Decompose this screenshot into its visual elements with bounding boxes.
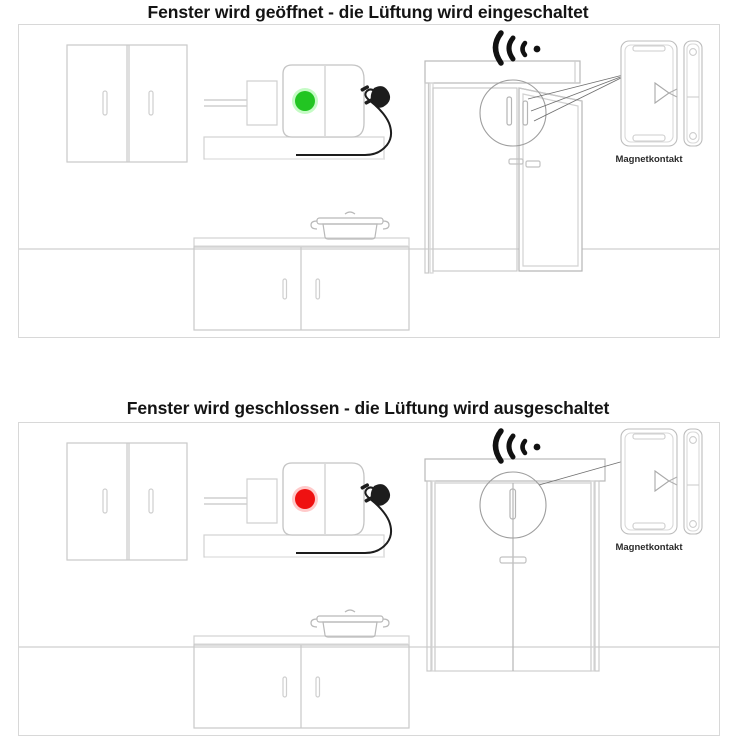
panel-closed-title: Fenster wird geschlossen - die Lüftung w… [126, 398, 610, 418]
scene-closed-drawing: Magnetkontakt [19, 428, 719, 729]
counter-top [193, 237, 410, 247]
plug-head [360, 85, 391, 108]
wall-cabinet [66, 44, 188, 163]
radio-wave-icon [492, 30, 541, 66]
plug-head [360, 483, 391, 506]
detail-circle [479, 79, 547, 147]
base-cabinet [193, 644, 410, 729]
window-closed [424, 458, 606, 672]
magnet-contact-label-closed: Magnetkontakt [615, 542, 683, 553]
detail-circle [479, 471, 547, 539]
wall-cabinet [66, 442, 188, 561]
status-led-red [292, 486, 318, 512]
magnet-contact-device [620, 428, 703, 535]
panel-open-title: Fenster wird geöffnet - die Lüftung wird… [147, 2, 589, 22]
status-led-green [292, 88, 318, 114]
window-open [424, 60, 583, 274]
callout-leader [527, 72, 632, 122]
callout-leader [538, 458, 632, 486]
plug-adapter [204, 64, 365, 138]
cooking-pot [310, 609, 390, 638]
cooking-pot [310, 211, 390, 240]
counter-top [193, 635, 410, 645]
scene-open-drawing: Magnetkontakt [19, 30, 719, 331]
magnet-contact-device [620, 40, 703, 147]
panel-closed: Fenster wird geschlossen - die Lüftung w… [0, 398, 736, 736]
radio-wave-icon [492, 428, 541, 464]
scene-open: Magnetkontakt [18, 24, 720, 338]
panel-open: Fenster wird geöffnet - die Lüftung wird… [0, 0, 736, 352]
plug-adapter [204, 462, 365, 536]
scene-closed: Magnetkontakt [18, 422, 720, 736]
base-cabinet [193, 246, 410, 331]
magnet-contact-label-open: Magnetkontakt [615, 154, 683, 165]
